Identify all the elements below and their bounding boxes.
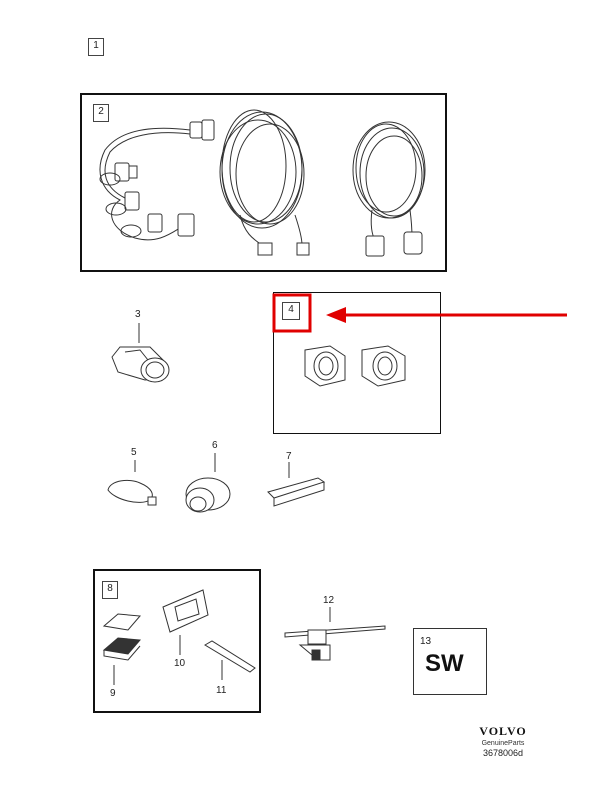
item-7-label: 7 <box>286 451 292 462</box>
seal-11 <box>204 640 256 680</box>
grommet <box>185 453 231 513</box>
brand-logo-text: VOLVO <box>479 724 527 738</box>
cable-coil-right <box>352 121 426 257</box>
diagram-code: 3678006d <box>482 748 524 758</box>
item-11-label: 11 <box>216 685 227 696</box>
group-2-panel <box>80 93 447 272</box>
highlight-marker <box>272 293 567 333</box>
item-5-label: 5 <box>131 447 137 458</box>
item-3-label: 3 <box>135 309 141 320</box>
item-10-label: 10 <box>174 658 186 669</box>
item-4-tag: 4 <box>282 302 300 320</box>
pad-9 <box>102 613 142 685</box>
sensor-brackets <box>304 345 406 387</box>
brand-block: VOLVO GenuineParts 3678006d <box>466 724 540 758</box>
harness-left <box>99 119 215 241</box>
item-13-panel <box>413 628 487 695</box>
cable-tie <box>107 460 157 506</box>
item-9-label: 9 <box>110 688 116 699</box>
item-12-label: 12 <box>323 595 335 606</box>
cable-coil-middle <box>219 109 310 256</box>
brand-subtitle: GenuineParts <box>481 740 525 747</box>
item-8-tag: 8 <box>102 581 118 599</box>
clip-12 <box>284 607 386 661</box>
mounting-strip <box>267 462 326 507</box>
item-6-label: 6 <box>212 440 218 451</box>
sw-label: SW <box>425 650 464 677</box>
parking-sensor <box>111 323 170 383</box>
item-2-tag: 2 <box>93 104 109 122</box>
item-13-label: 13 <box>420 636 432 647</box>
item-1-tag: 1 <box>88 38 104 56</box>
gasket-10 <box>162 589 209 655</box>
